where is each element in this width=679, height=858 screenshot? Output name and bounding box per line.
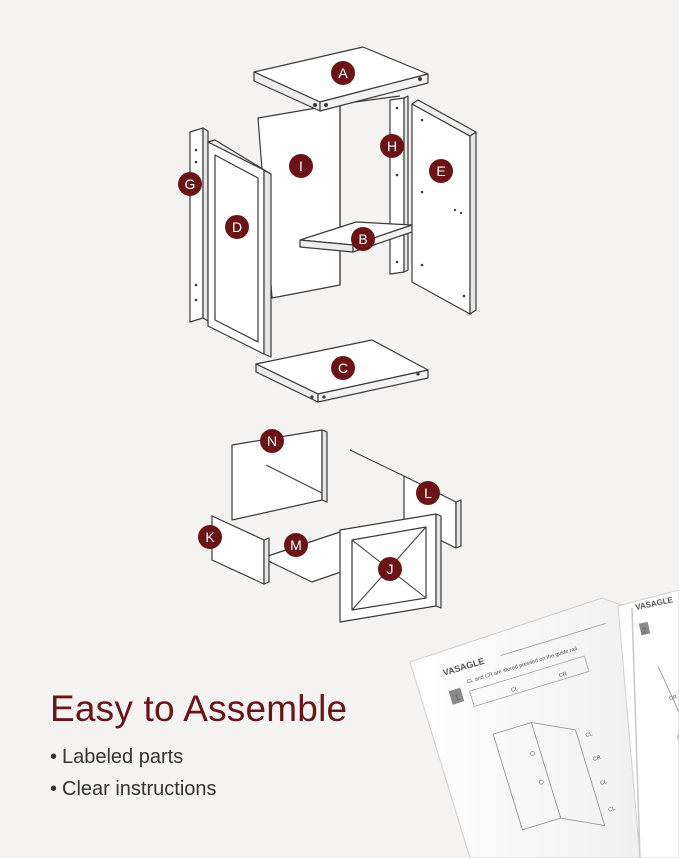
- part-G-side-post: [189, 127, 204, 323]
- badge-K: K: [198, 525, 222, 549]
- svg-text:B: B: [358, 231, 367, 247]
- bullet-dot: •: [50, 746, 58, 768]
- svg-text:I: I: [299, 158, 303, 174]
- svg-text:CL: CL: [677, 734, 679, 741]
- svg-text:K: K: [205, 529, 215, 545]
- svg-text:G: G: [185, 176, 196, 192]
- badge-G: G: [178, 172, 202, 196]
- svg-text:CL: CL: [585, 731, 593, 739]
- part-K-drawer-side: [211, 515, 265, 585]
- booklet-left-page: [409, 597, 641, 858]
- svg-text:CR: CR: [669, 694, 678, 702]
- svg-text:CL: CL: [510, 686, 518, 694]
- svg-text:1: 1: [454, 692, 461, 702]
- badge-A: A: [331, 61, 355, 85]
- feature-text: Labeled parts: [62, 746, 184, 768]
- instruction-booklet: VASAGLE 1 CL and CR are stored pressed o…: [409, 589, 679, 858]
- badge-I: I: [289, 154, 313, 178]
- headline: Easy to Assemble: [50, 688, 348, 729]
- svg-text:N: N: [267, 433, 277, 449]
- svg-text:M: M: [290, 537, 302, 553]
- part-H-post: [389, 97, 405, 275]
- svg-text:CR: CR: [558, 671, 567, 679]
- feature-item: •Clear instructions: [50, 778, 217, 800]
- part-label-badges: A I H E G D B C N L K M J: [178, 61, 453, 581]
- bullet-dot: •: [50, 778, 58, 800]
- svg-text:J: J: [387, 561, 394, 577]
- part-D-side-frame: [207, 141, 265, 355]
- svg-text:D: D: [232, 219, 242, 235]
- badge-D: D: [225, 215, 249, 239]
- svg-text:A: A: [338, 65, 348, 81]
- feature-list: •Labeled parts •Clear instructions: [50, 746, 217, 810]
- badge-B: B: [351, 227, 375, 251]
- badge-N: N: [260, 429, 284, 453]
- svg-text:CL: CL: [608, 806, 616, 814]
- feature-item: •Labeled parts: [50, 746, 217, 768]
- badge-L: L: [416, 481, 440, 505]
- feature-text: Clear instructions: [62, 778, 217, 800]
- svg-text:CL: CL: [600, 779, 608, 787]
- drawer-exploded-view: [211, 429, 462, 623]
- svg-text:2: 2: [642, 627, 647, 635]
- svg-text:H: H: [387, 138, 397, 154]
- svg-text:E: E: [436, 163, 445, 179]
- badge-C: C: [331, 356, 355, 380]
- part-E-side-panel: [411, 103, 471, 315]
- svg-text:C: C: [338, 360, 348, 376]
- svg-text:CR: CR: [592, 755, 601, 763]
- badge-E: E: [429, 159, 453, 183]
- badge-H: H: [380, 134, 404, 158]
- badge-J: J: [378, 557, 402, 581]
- badge-M: M: [284, 533, 308, 557]
- svg-text:L: L: [424, 485, 432, 501]
